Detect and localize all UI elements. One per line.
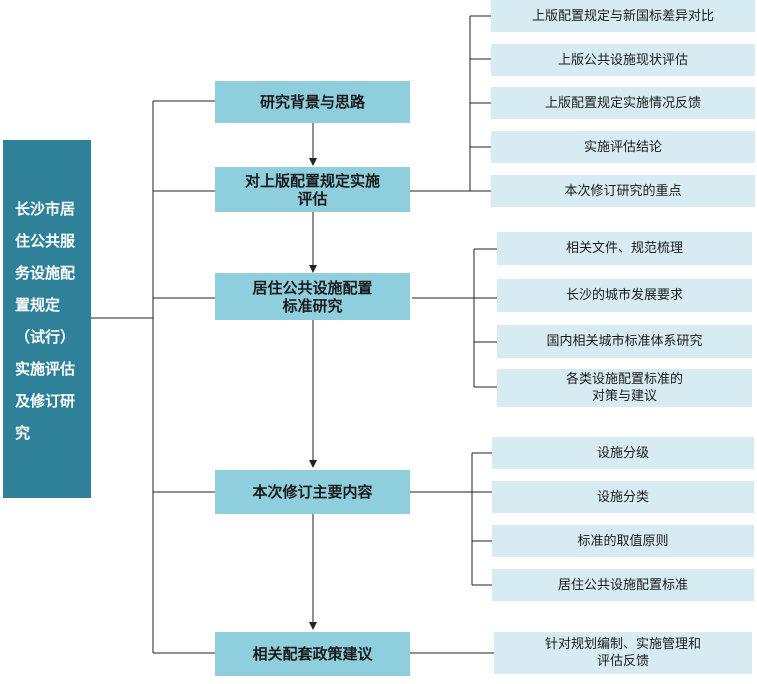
leaf-item: 设施分类 xyxy=(492,481,754,513)
leaf-item: 长沙的城市发展要求 xyxy=(497,279,752,312)
leaf-item: 居住公共设施配置标准 xyxy=(492,569,754,601)
leaf-item: 各类设施配置标准的 对策与建议 xyxy=(497,369,752,407)
leaf-item: 针对规划编制、实施管理和 评估反馈 xyxy=(494,632,752,674)
step-background: 研究背景与思路 xyxy=(215,81,410,123)
leaf-item: 国内相关城市标准体系研究 xyxy=(497,325,752,358)
step-policy: 相关配套政策建议 xyxy=(215,632,410,676)
root-node: 长沙市居 住公共服 务设施配 置规定 （试行） 实施评估 及修订研 究 xyxy=(3,140,91,498)
step-evaluation: 对上版配置规定实施 评估 xyxy=(215,167,410,212)
leaf-item: 相关文件、规范梳理 xyxy=(497,232,752,265)
leaf-item: 设施分级 xyxy=(492,437,754,469)
step-standards-research: 居住公共设施配置 标准研究 xyxy=(215,273,410,320)
leaf-item: 上版配置规定与新国标差异对比 xyxy=(491,0,755,32)
leaf-item: 实施评估结论 xyxy=(491,131,755,163)
leaf-item: 上版配置规定实施情况反馈 xyxy=(491,87,755,119)
leaf-item: 上版公共设施现状评估 xyxy=(491,44,755,76)
leaf-item: 标准的取值原则 xyxy=(492,525,754,557)
leaf-item: 本次修订研究的重点 xyxy=(491,175,755,207)
step-revision-content: 本次修订主要内容 xyxy=(215,470,410,514)
